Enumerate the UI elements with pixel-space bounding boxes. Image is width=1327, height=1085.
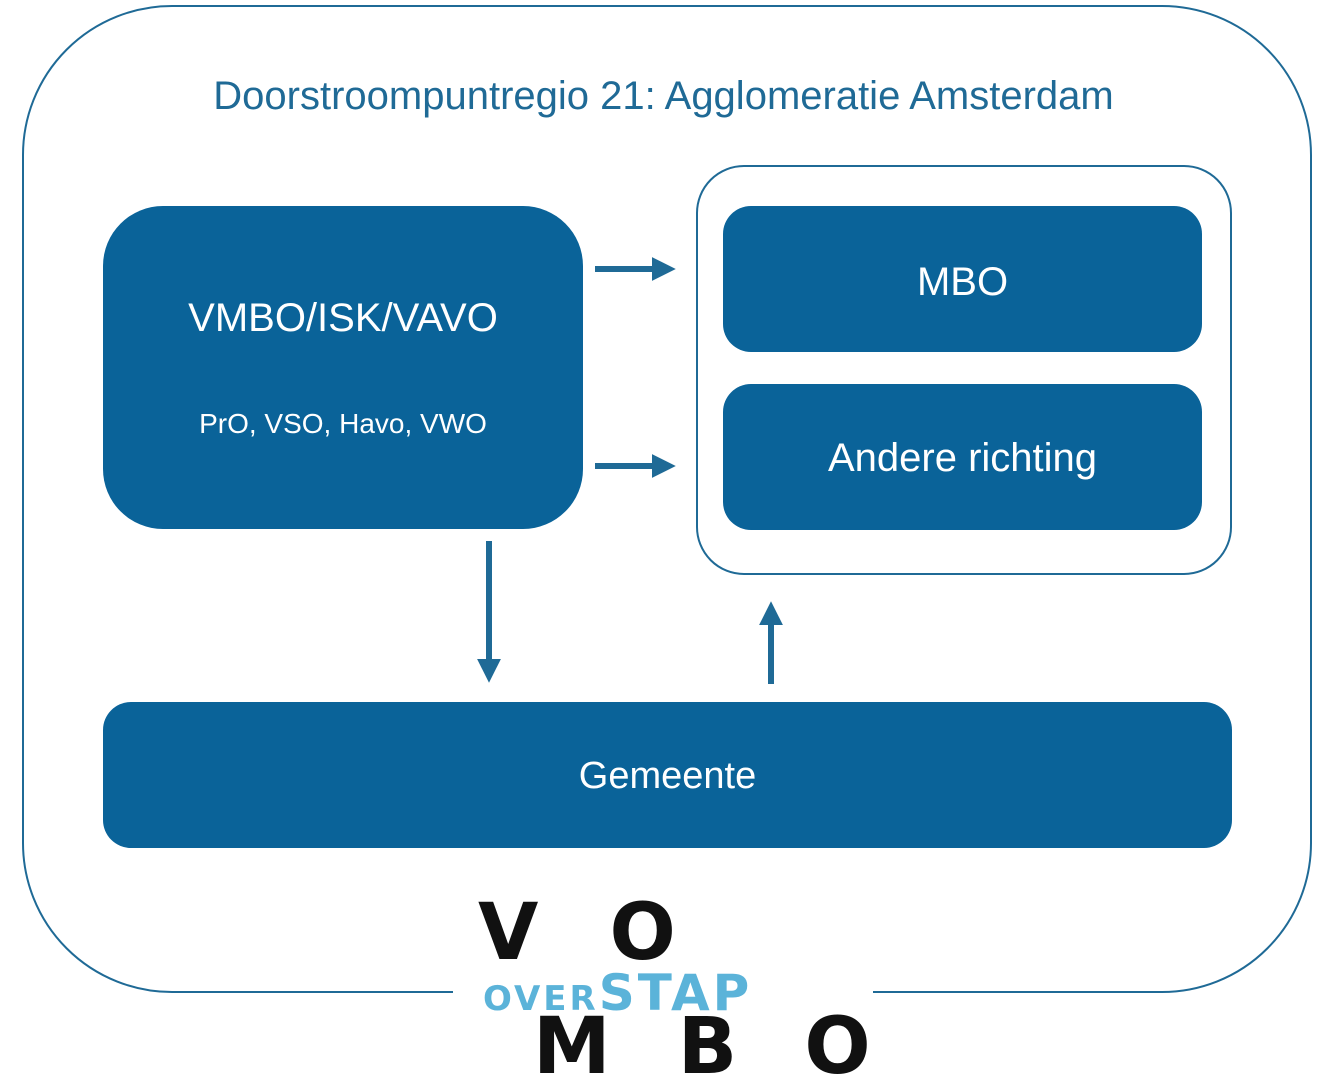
logo-vo-text: V O (478, 888, 698, 978)
logo-overstap-text: OVERSTAP (483, 965, 752, 1033)
source-node-subtitle: PrO, VSO, Havo, VWO (199, 408, 487, 439)
source-node-title: VMBO/ISK/VAVO (188, 296, 498, 340)
municipality-node-label: Gemeente (578, 755, 757, 797)
other-direction-node-label: Andere richting (827, 436, 1098, 480)
mbo-node (723, 206, 1202, 352)
municipality-node (103, 702, 1232, 848)
source-node (103, 206, 583, 529)
logo-stap-text: STAP (598, 964, 753, 1022)
vo-overstap-mbo-logo: V O OVERSTAP M B O (453, 891, 873, 1085)
logo-mbo-text: M B O (533, 1002, 891, 1085)
destination-group (696, 165, 1232, 575)
logo-over-text: OVER (483, 979, 599, 1019)
diagram-title: Doorstroompuntregio 21: Agglomeratie Ams… (213, 74, 1114, 118)
other-direction-node (723, 384, 1202, 530)
mbo-node-label: MBO (916, 260, 1009, 304)
